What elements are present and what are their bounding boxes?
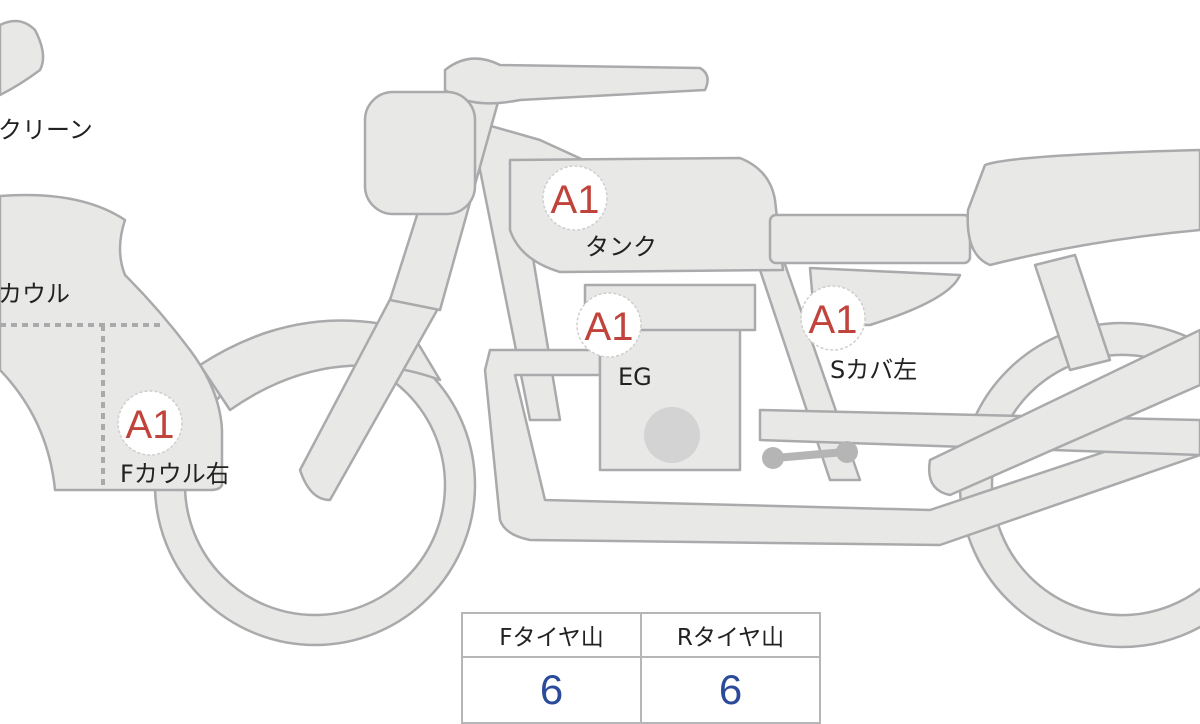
footpeg-end xyxy=(762,447,784,469)
grade-side-cover-left: A1 xyxy=(809,298,858,342)
rear-tire-value: 6 xyxy=(640,656,821,724)
handlebar xyxy=(443,57,709,105)
engine-cover xyxy=(644,407,700,463)
rear-strut xyxy=(1033,253,1112,372)
exhaust-pipe xyxy=(483,348,1200,547)
seat xyxy=(768,213,972,265)
headlight xyxy=(363,90,477,216)
grade-f-cowl-right: A1 xyxy=(126,403,175,447)
footpeg xyxy=(774,448,846,462)
tire-tread-table: Fタイヤ山 Rタイヤ山 6 6 xyxy=(461,612,821,724)
part-label-cowl: カウル xyxy=(0,280,70,308)
rear-arm xyxy=(927,328,1200,497)
front-fork xyxy=(298,288,442,502)
grade-marker xyxy=(800,285,866,351)
grade-tank: A1 xyxy=(551,178,600,222)
screen-part xyxy=(0,19,45,97)
grade-marker xyxy=(576,292,642,358)
grade-marker xyxy=(542,165,608,231)
part-label-screen: クリーン xyxy=(0,116,93,144)
cowl-divider xyxy=(0,323,165,488)
part-label-engine: EG xyxy=(618,363,652,391)
grade-marker xyxy=(117,390,183,456)
rear-wheel xyxy=(958,321,1200,649)
rear-tire-header: Rタイヤ山 xyxy=(640,612,821,658)
footpeg-end xyxy=(836,441,858,463)
cowl-part xyxy=(0,193,224,492)
part-label-side-cover-left: Sカバ左 xyxy=(830,356,917,384)
front-tire-value: 6 xyxy=(461,656,642,724)
front-tire-header: Fタイヤ山 xyxy=(461,612,642,658)
grade-engine: A1 xyxy=(585,305,634,349)
part-label-f-cowl-right: Fカウル右 xyxy=(120,460,230,488)
part-label-tank: タンク xyxy=(585,233,657,261)
rear-seat xyxy=(966,148,1200,267)
